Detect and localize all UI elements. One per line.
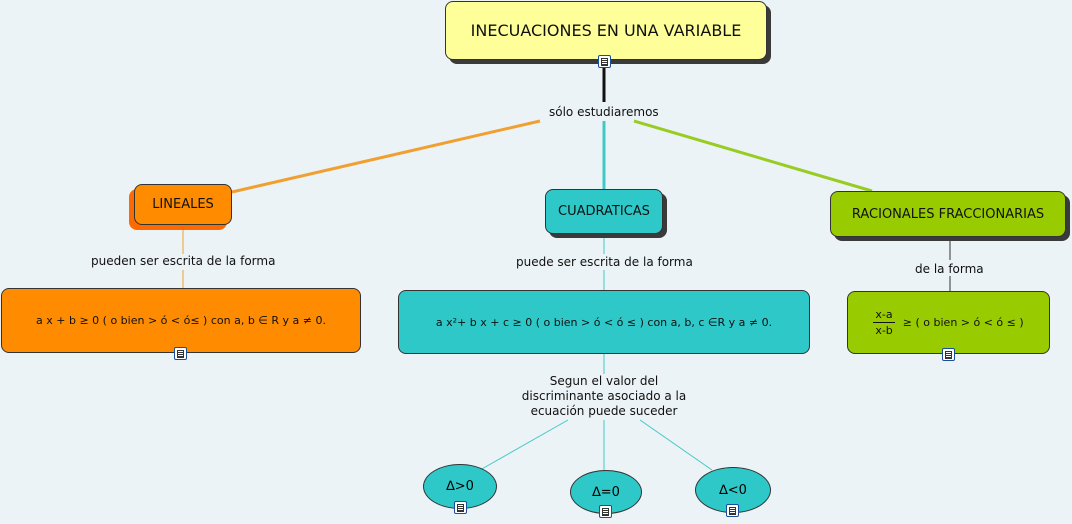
- form-lineal[interactable]: a x + b ≥ 0 ( o bien > ó < ó≤ ) con a, b…: [1, 288, 361, 353]
- note-icon[interactable]: [942, 348, 955, 361]
- note-icon[interactable]: [726, 504, 739, 517]
- form-cuadratica-text: a x²+ b x + c ≥ 0 ( o bien > ó < ó ≤ ) c…: [435, 315, 773, 329]
- form-lineal-text: a x + b ≥ 0 ( o bien > ó < ó≤ ) con a, b…: [36, 314, 326, 327]
- link-label-lineales: pueden ser escrita de la forma: [91, 254, 276, 268]
- case-delta-zero-label: ∆=0: [592, 484, 620, 500]
- link-label-root: sólo estudiaremos: [549, 105, 659, 119]
- discriminante-line-3: ecuación puede suceder: [530, 404, 678, 418]
- case-delta-negative-label: ∆<0: [719, 482, 747, 498]
- node-lineales[interactable]: LINEALES: [134, 184, 232, 225]
- form-racional-text: ≥ ( o bien > ó < ó ≤ ): [902, 316, 1024, 329]
- title-text: INECUACIONES EN UNA VARIABLE: [470, 21, 742, 40]
- form-racional[interactable]: x-a x-b ≥ ( o bien > ó < ó ≤ ): [847, 291, 1050, 354]
- node-racionales[interactable]: RACIONALES FRACCIONARIAS: [830, 191, 1066, 237]
- link-label-racionales: de la forma: [915, 262, 984, 276]
- note-icon[interactable]: [454, 501, 467, 514]
- fraction: x-a x-b: [873, 308, 895, 337]
- link-label-discriminante: Segun el valor del discriminante asociad…: [516, 374, 692, 419]
- discriminante-line-2: discriminante asociado a la: [521, 389, 687, 403]
- title-node[interactable]: INECUACIONES EN UNA VARIABLE: [445, 1, 767, 60]
- node-lineales-label: LINEALES: [152, 197, 214, 212]
- note-icon[interactable]: [598, 55, 611, 68]
- node-racionales-label: RACIONALES FRACCIONARIAS: [851, 206, 1045, 222]
- discriminante-line-1: Segun el valor del: [549, 374, 659, 388]
- note-icon[interactable]: [174, 347, 187, 360]
- form-cuadratica[interactable]: a x²+ b x + c ≥ 0 ( o bien > ó < ó ≤ ) c…: [398, 290, 810, 354]
- note-icon[interactable]: [599, 505, 612, 518]
- fraction-denominator: x-b: [875, 324, 893, 337]
- node-cuadraticas-label: CUADRATICAS: [558, 204, 650, 219]
- case-delta-negative[interactable]: ∆<0: [695, 467, 771, 513]
- node-cuadraticas[interactable]: CUADRATICAS: [545, 189, 663, 234]
- fraction-numerator: x-a: [873, 308, 895, 323]
- link-label-cuadraticas: puede ser escrita de la forma: [516, 255, 693, 269]
- case-delta-positive-label: ∆>0: [446, 479, 474, 494]
